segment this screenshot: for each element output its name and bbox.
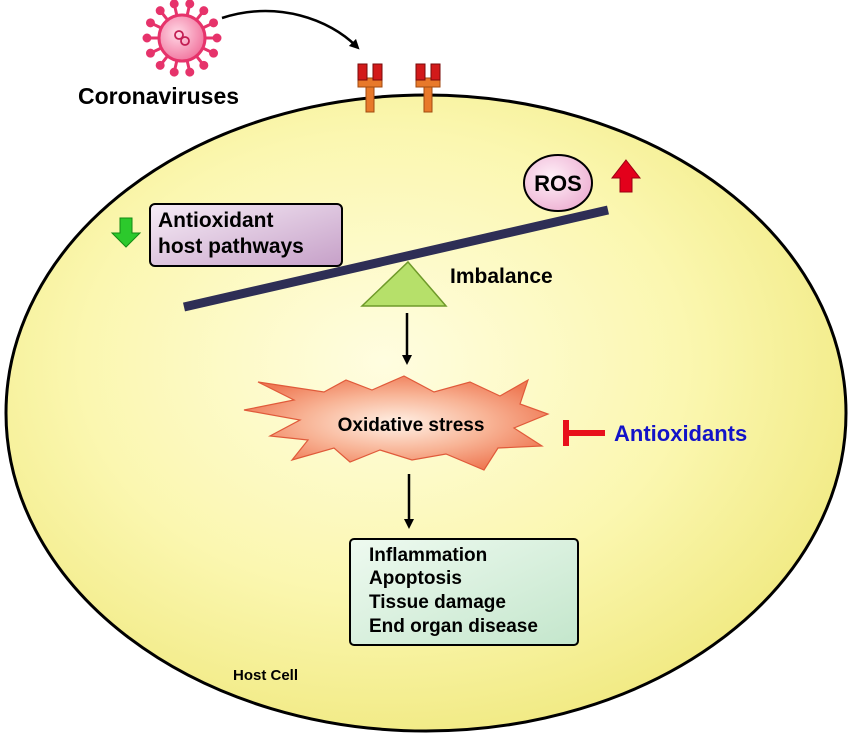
virus-spike-tip — [169, 0, 179, 9]
decrease-arrow-icon — [110, 217, 142, 248]
ros-bubble — [523, 154, 593, 212]
virus-spike-tip — [185, 0, 195, 9]
virus-spike-tip — [169, 67, 179, 77]
antioxidant-pathways-box — [149, 203, 343, 267]
virus-spike-tip — [145, 18, 155, 28]
virus-spike-tip — [199, 60, 209, 70]
outcome-item: Inflammation — [369, 545, 487, 566]
outcome-item: End organ disease — [369, 616, 538, 637]
outcomes-box — [349, 538, 579, 646]
balance-beam — [182, 205, 610, 312]
infection-arrow — [221, 9, 360, 50]
imbalance-label: Imbalance — [450, 265, 553, 288]
coronavirus-label: Coronaviruses — [78, 83, 239, 109]
virus-spike-tip — [142, 33, 152, 43]
outcome-item: Tissue damage — [369, 592, 506, 613]
oxidative-stress-burst — [243, 375, 550, 471]
antioxidant-pathways-line: host pathways — [158, 235, 304, 258]
virus-spike-tip — [199, 6, 209, 16]
receptor-icon — [357, 63, 383, 113]
virus-spike-tip — [209, 48, 219, 58]
receptor-icon — [415, 63, 441, 113]
coronavirus-icon — [142, 0, 222, 77]
increase-arrow-icon — [610, 159, 642, 193]
ros-label: ROS — [534, 171, 582, 196]
antioxidant-pathways-line: Antioxidant — [158, 209, 274, 232]
fulcrum-triangle — [360, 260, 448, 307]
outcome-item: Apoptosis — [369, 568, 462, 589]
virus-spike-tip — [155, 60, 165, 70]
virus-spike-tip — [155, 6, 165, 16]
virus-spike-tip — [212, 33, 222, 43]
host-cell-label: Host Cell — [233, 667, 298, 684]
virus-spike-tip — [209, 18, 219, 28]
virus-spike-tip — [145, 48, 155, 58]
virus-spike-tip — [185, 67, 195, 77]
oxidative-stress-label: Oxidative stress — [338, 415, 485, 436]
antioxidants-label: Antioxidants — [614, 421, 747, 446]
